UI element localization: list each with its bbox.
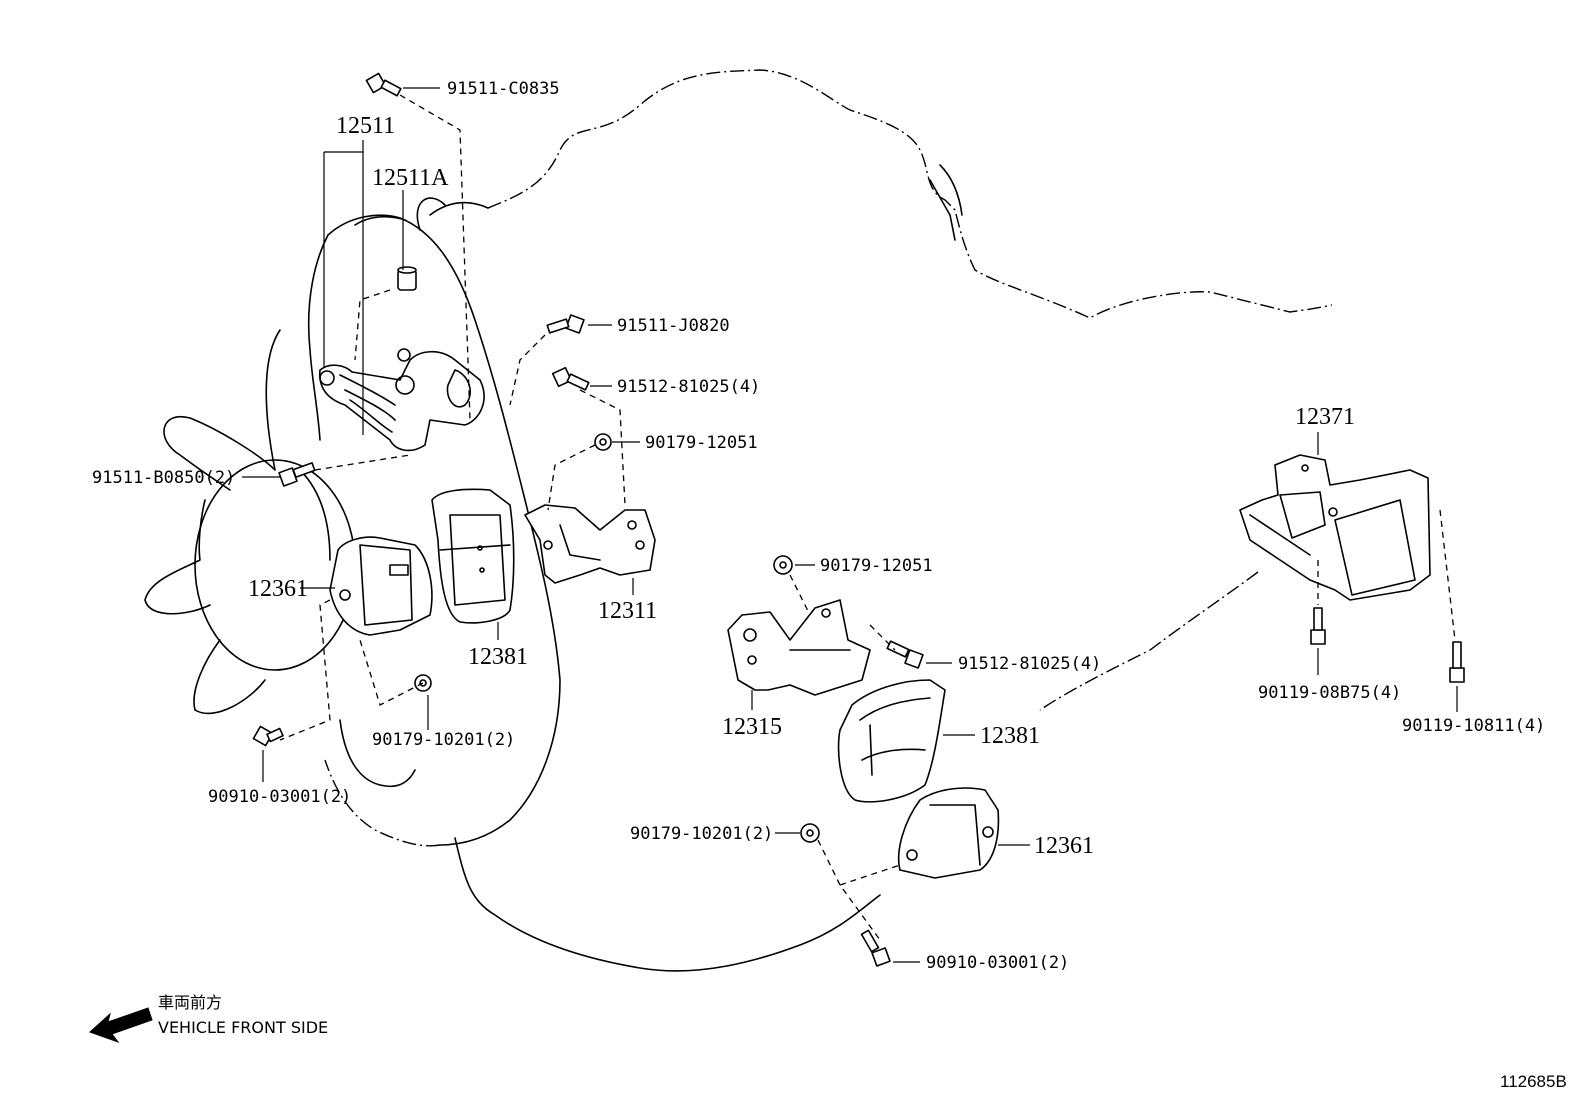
label-90179-10201-a: 90179-10201(2): [372, 730, 515, 750]
insulator-12361-right: [897, 787, 1000, 879]
label-91511-b0850: 91511-B0850(2): [92, 468, 235, 488]
bolt-icon: [886, 640, 924, 669]
label-90910-03001-a: 90910-03001(2): [208, 787, 351, 807]
bracket-12311: [524, 504, 656, 584]
arrow-left-icon: [89, 1007, 153, 1044]
label-91512-81025-b: 91512-81025(4): [958, 654, 1101, 674]
bolt-icon: [546, 314, 585, 334]
nut-icon: [800, 823, 820, 843]
bolt-icon: [1449, 641, 1465, 683]
leader-12511: [323, 140, 404, 435]
label-12371: 12371: [1295, 404, 1355, 430]
leader-lines: [242, 87, 1458, 963]
label-12511: 12511: [336, 113, 395, 139]
label-12361-left: 12361: [248, 576, 308, 602]
label-12361-right: 12361: [1034, 833, 1094, 859]
transmission-housing: [307, 214, 561, 847]
insulator-12381-right: [837, 679, 946, 803]
label-91512-81025-a: 91512-81025(4): [617, 377, 760, 397]
bolt-icon: [278, 462, 316, 487]
fan-icon: [144, 329, 356, 715]
bracket-12511: [319, 348, 485, 452]
front-side-english: VEHICLE FRONT SIDE: [158, 1018, 328, 1037]
label-12315: 12315: [722, 714, 782, 740]
diagram-code: 112685B: [1500, 1072, 1567, 1091]
label-90119-10811: 90119-10811(4): [1402, 716, 1545, 736]
engine-outline: [416, 69, 1333, 972]
nut-icon: [773, 555, 793, 575]
label-12511a: 12511A: [372, 165, 449, 191]
label-91511-c0835: 91511-C0835: [447, 79, 560, 99]
label-90910-03001-b: 90910-03001(2): [926, 953, 1069, 973]
stud-12511a: [397, 266, 417, 291]
front-side-japanese: 車両前方: [158, 993, 222, 1012]
bolt-icon: [252, 725, 284, 747]
insulator-12381-left: [431, 488, 515, 624]
nut-icon: [594, 433, 612, 451]
insulator-12361-left: [329, 536, 433, 636]
fastener-paths: [279, 94, 1456, 941]
label-12381-left: 12381: [468, 644, 528, 670]
label-12381-right: 12381: [980, 723, 1040, 749]
vehicle-front-indicator: 車両前方 VEHICLE FRONT SIDE: [89, 993, 328, 1044]
label-90179-12051-b: 90179-12051: [820, 556, 933, 576]
bolt-icon: [860, 929, 891, 967]
label-90179-12051-a: 90179-12051: [645, 433, 758, 453]
bolt-icon: [551, 366, 590, 391]
label-90119-08b75: 90119-08B75(4): [1258, 683, 1401, 703]
bracket-12315: [727, 599, 871, 696]
label-91511-j0820: 91511-J0820: [617, 316, 730, 336]
labels: 91511-C0835 12511 12511A 91511-J0820 915…: [92, 79, 1545, 973]
mount-12371: [1239, 454, 1431, 601]
bolt-icon: [365, 72, 402, 97]
label-12311: 12311: [598, 598, 657, 624]
label-90179-10201-b: 90179-10201(2): [630, 824, 773, 844]
bolt-icon: [1310, 607, 1326, 645]
